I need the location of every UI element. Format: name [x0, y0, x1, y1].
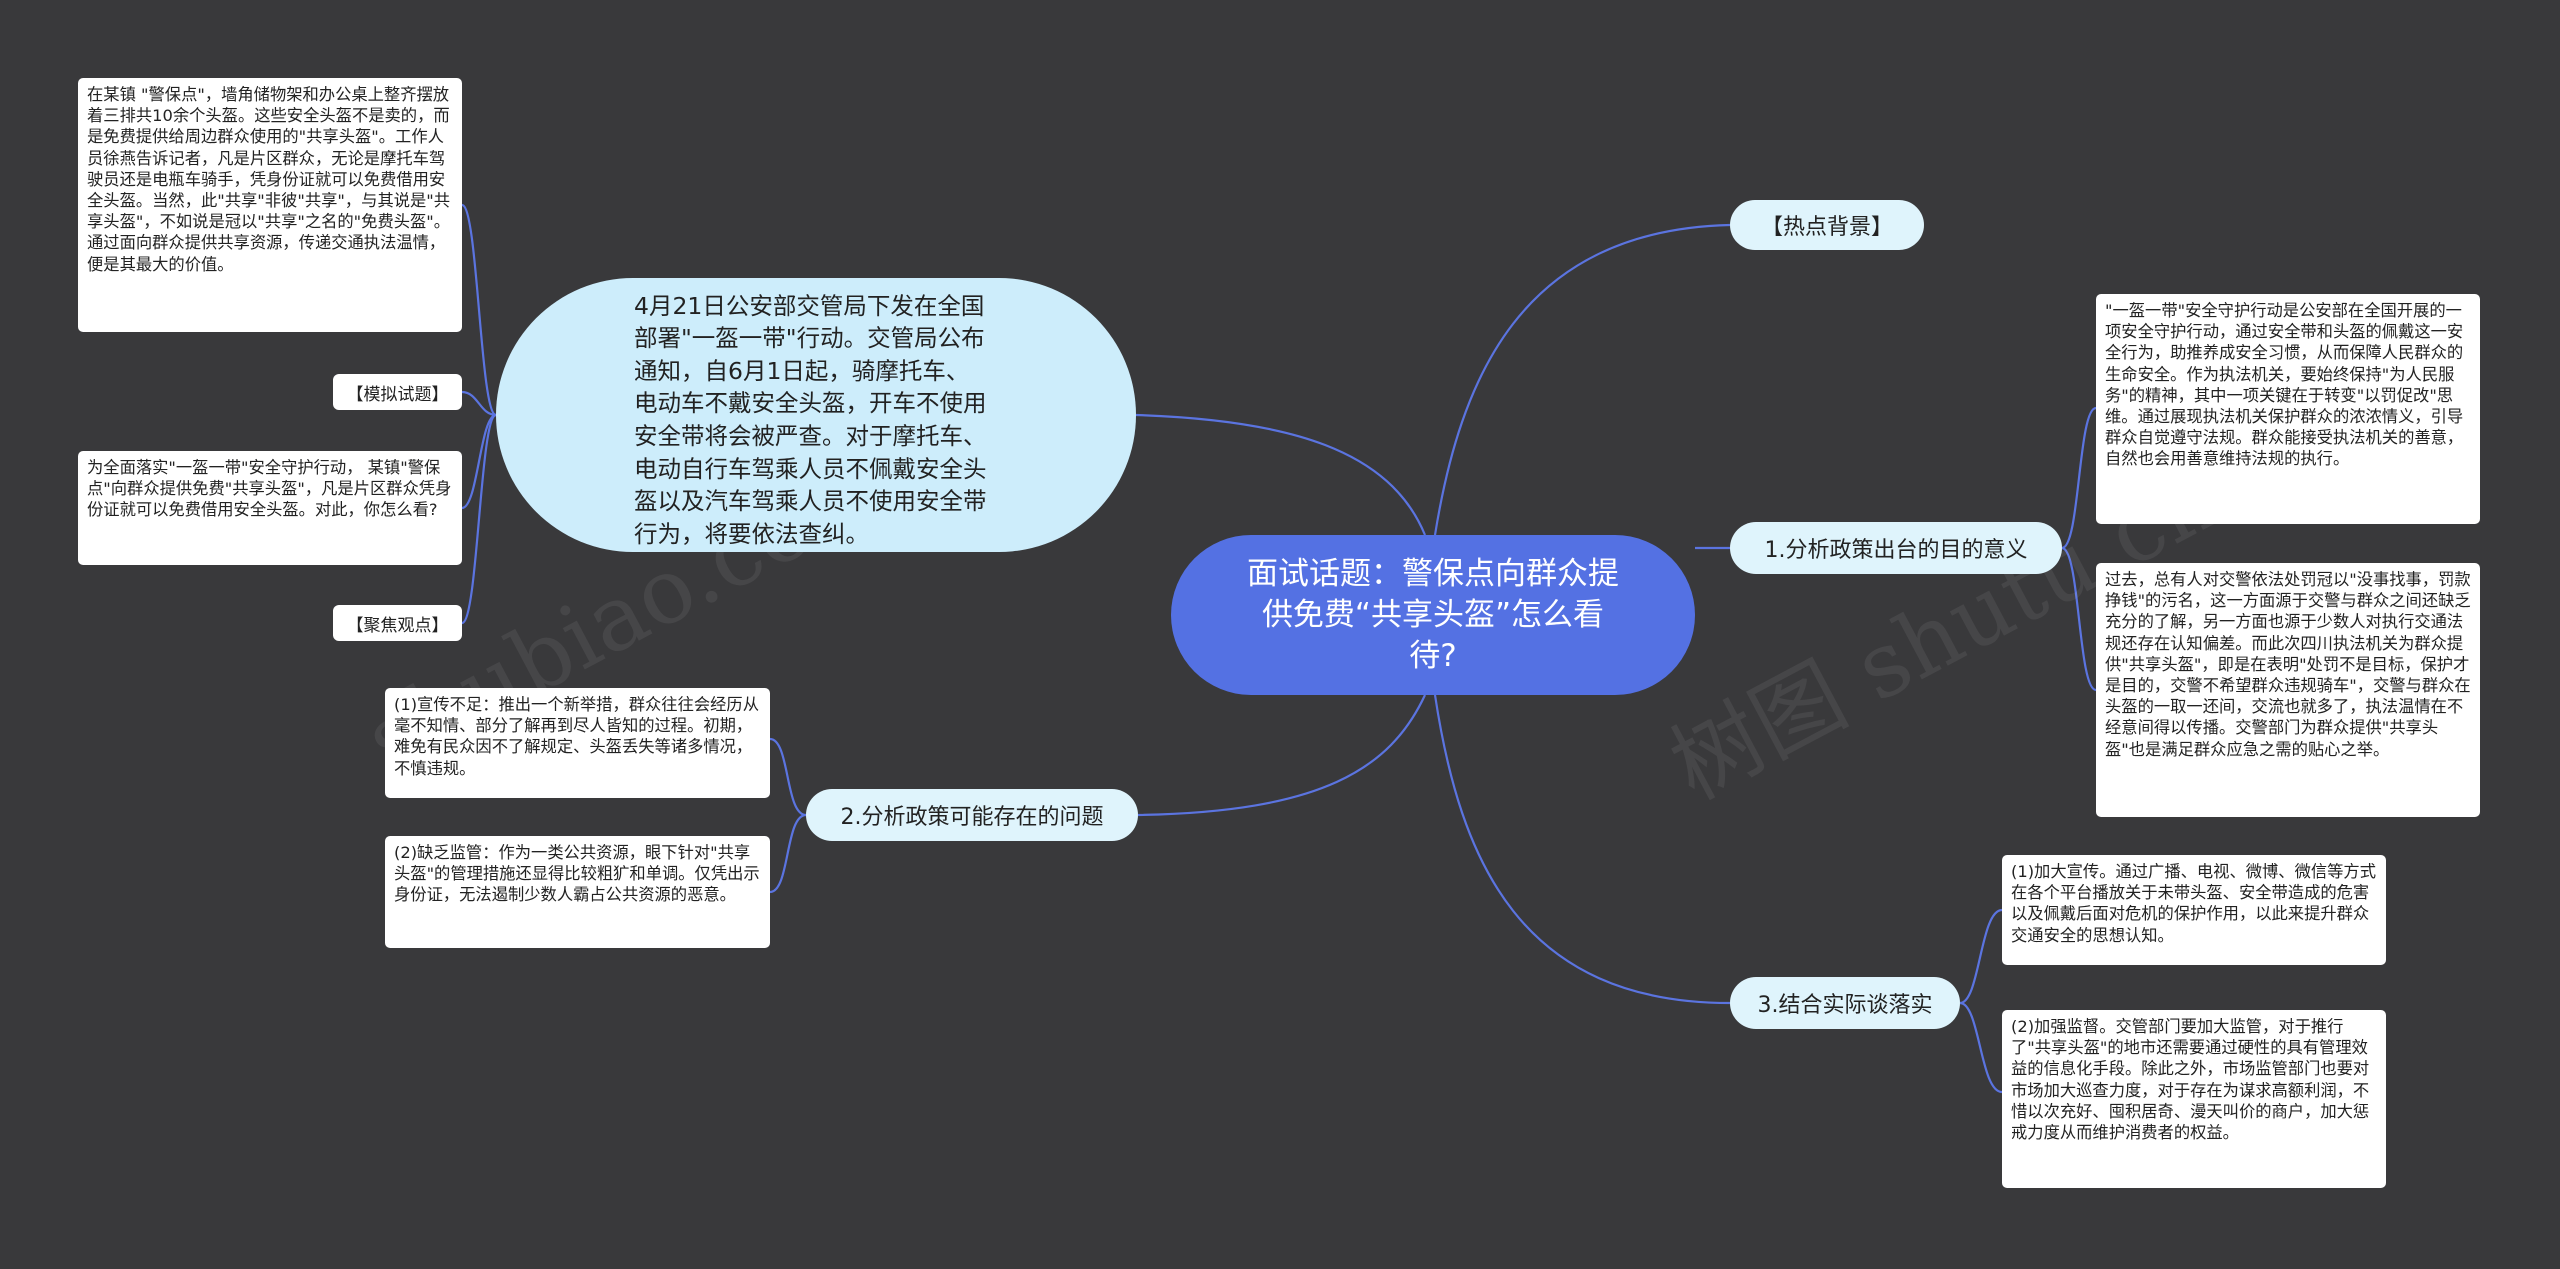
link-branch1-purpose1: [2061, 406, 2097, 550]
link-center-hot: [1433, 223, 1731, 536]
branch-hot-background[interactable]: 【热点背景】: [1730, 200, 1924, 250]
link-bubble-jujiao: [460, 413, 498, 625]
note-purpose-trust[interactable]: 过去，总有人对交警依法处罚冠以"没事找事，罚款挣钱"的污名，这一方面源于交警与群…: [2096, 563, 2480, 817]
note-case-description[interactable]: 在某镇 "警保点"，墙角储物架和办公桌上整齐摆放着三排共10余个头盔。这些安全头…: [78, 78, 462, 332]
link-center-bubble: [1135, 413, 1427, 536]
note-purpose-safety[interactable]: "一盔一带"安全守护行动是公安部在全国开展的一项安全守护行动，通过安全带和头盔的…: [2096, 294, 2480, 524]
branch-possible-problems-label: 2.分析政策可能存在的问题: [840, 805, 1104, 830]
link-center-branch2: [1137, 694, 1426, 817]
background-bubble-text: 4月21日公安部交管局下发在全国部署"一盔一带"行动。交管局公布通知，自6月1日…: [634, 291, 987, 548]
link-bubble-moni: [461, 390, 497, 417]
background-bubble[interactable]: 4月21日公安部交管局下发在全国部署"一盔一带"行动。交管局公布通知，自6月1日…: [496, 278, 1136, 552]
link-branch3-measure2: [1959, 1001, 2003, 1094]
note-problem-publicity-text: (1)宣传不足：推出一个新举措，群众往往会经历从毫不知情、部分了解再到尽人皆知的…: [394, 695, 759, 778]
branch-policy-purpose-label: 1.分析政策出台的目的意义: [1764, 538, 2028, 563]
note-question-text: 为全面落实"一盔一带"安全守护行动， 某镇"警保点"向群众提供免费"共享头盔"，…: [87, 458, 452, 520]
tag-mock-question[interactable]: 【模拟试题】: [333, 374, 462, 410]
tag-focus-viewpoint-label: 【聚焦观点】: [346, 615, 449, 636]
note-measure-supervision-text: (2)加强监督。交管部门要加大监管，对于推行了"共享头盔"的地市还需要通过硬性的…: [2011, 1017, 2370, 1143]
branch-policy-purpose[interactable]: 1.分析政策出台的目的意义: [1730, 522, 2062, 574]
branch-implementation-label: 3.结合实际谈落实: [1757, 993, 1933, 1018]
note-case-text: 在某镇 "警保点"，墙角储物架和办公桌上整齐摆放着三排共10余个头盔。这些安全头…: [87, 85, 451, 274]
central-topic[interactable]: 面试话题：警保点向群众提供免费“共享头盔”怎么看待?: [1171, 535, 1695, 695]
note-question[interactable]: 为全面落实"一盔一带"安全守护行动， 某镇"警保点"向群众提供免费"共享头盔"，…: [78, 451, 462, 565]
link-branch2-problem2: [769, 813, 807, 894]
link-branch2-problem1: [769, 737, 807, 817]
link-branch1-purpose2: [2061, 546, 2097, 692]
central-topic-text: 面试话题：警保点向群众提供免费“共享头盔”怎么看待?: [1247, 555, 1619, 674]
note-problem-supervision-text: (2)缺乏监管：作为一类公共资源，眼下针对"共享头盔"的管理措施还显得比较粗犷和…: [394, 843, 760, 905]
note-purpose-trust-text: 过去，总有人对交警依法处罚冠以"没事找事，罚款挣钱"的污名，这一方面源于交警与群…: [2105, 570, 2471, 759]
link-bubble-note1: [460, 203, 498, 417]
branch-possible-problems[interactable]: 2.分析政策可能存在的问题: [806, 789, 1138, 841]
note-measure-supervision[interactable]: (2)加强监督。交管部门要加大监管，对于推行了"共享头盔"的地市还需要通过硬性的…: [2002, 1010, 2386, 1188]
link-bubble-note2: [461, 413, 497, 510]
branch-hot-background-label: 【热点背景】: [1760, 215, 1893, 240]
note-problem-publicity[interactable]: (1)宣传不足：推出一个新举措，群众往往会经历从毫不知情、部分了解再到尽人皆知的…: [385, 688, 770, 798]
note-measure-publicity[interactable]: (1)加大宣传。通过广播、电视、微博、微信等方式在各个平台播放关于未带头盔、安全…: [2002, 855, 2386, 965]
note-problem-supervision[interactable]: (2)缺乏监管：作为一类公共资源，眼下针对"共享头盔"的管理措施还显得比较粗犷和…: [385, 836, 770, 948]
note-measure-publicity-text: (1)加大宣传。通过广播、电视、微博、微信等方式在各个平台播放关于未带头盔、安全…: [2011, 862, 2376, 945]
tag-focus-viewpoint[interactable]: 【聚焦观点】: [333, 605, 462, 641]
link-center-branch3: [1433, 694, 1731, 1005]
note-purpose-safety-text: "一盔一带"安全守护行动是公安部在全国开展的一项安全守护行动，通过安全带和头盔的…: [2105, 301, 2464, 469]
link-branch3-measure1: [1959, 908, 2003, 1005]
tag-mock-question-label: 【模拟试题】: [346, 384, 449, 405]
branch-implementation[interactable]: 3.结合实际谈落实: [1730, 977, 1960, 1029]
